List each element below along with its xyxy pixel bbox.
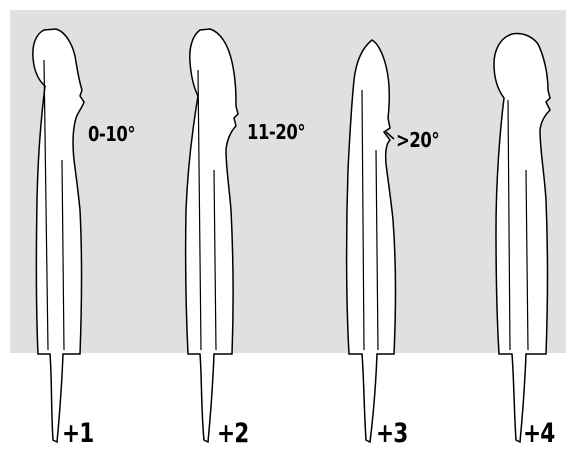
figure-3-silhouette <box>347 40 396 442</box>
grade-label-figure-4: +4 <box>523 418 555 449</box>
grade-label-figure-2: +2 <box>217 418 249 449</box>
grade-label-figure-3: +3 <box>376 418 408 449</box>
angle-label-figure-2: 11-20° <box>247 120 305 144</box>
grade-label-figure-1: +1 <box>62 418 94 449</box>
angle-label-figure-1: 0-10° <box>88 122 135 146</box>
background-panel <box>10 10 566 353</box>
figure-4-silhouette <box>494 33 550 442</box>
angle-label-figure-3: >20° <box>396 128 439 152</box>
